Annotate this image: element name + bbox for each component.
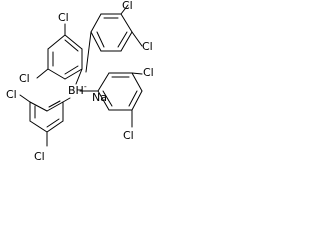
aryl-ring-lower-left [19,94,64,147]
chlorine-label-right-a: Cl [143,66,154,79]
sodium-label: Na [92,91,107,104]
boron-bonds [62,31,99,103]
chlorine-label-right-b: Cl [123,129,134,142]
chlorine-label-top-left: Cl [58,11,69,24]
chlorine-label-top-right-a: Cl [122,0,133,12]
aryl-ring-top-right [90,4,143,52]
aryl-ring-left [36,23,83,80]
chlorine-label-mid-left: Cl [19,72,30,85]
chlorine-label-lower-left-b: Cl [34,150,45,163]
boron-label: BH- [68,82,87,98]
aryl-ring-right [97,72,143,128]
atom-labels: Cl Cl Cl Cl Cl Cl Cl Cl BH- Na [6,0,154,163]
chemical-structure-diagram: Cl Cl Cl Cl Cl Cl Cl Cl BH- Na [6,0,154,163]
chlorine-label-lower-left-a: Cl [6,88,17,101]
chlorine-label-top-right-b: Cl [142,40,153,53]
